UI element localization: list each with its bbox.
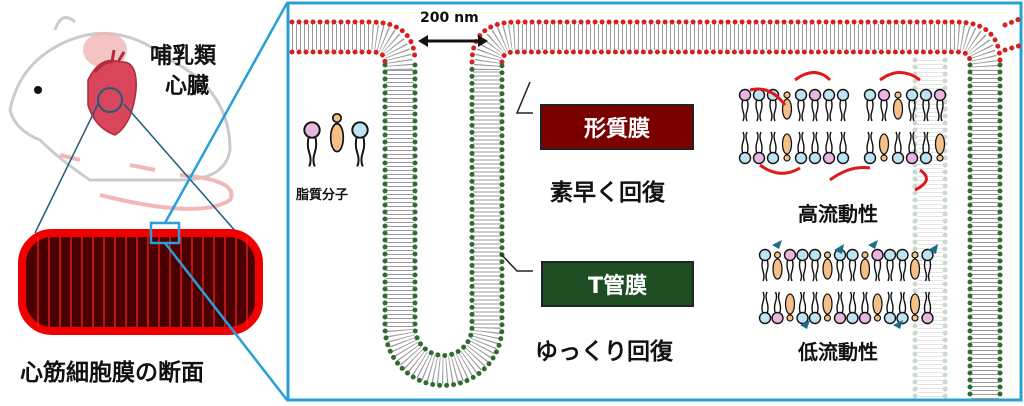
faded-t-tubule	[912, 57, 948, 403]
plasma-callout-line	[515, 81, 533, 114]
t-tubule-bilayer	[382, 62, 1003, 403]
low-fluidity-label: 低流動性	[798, 340, 878, 364]
t-tubule-label-box: T管膜	[541, 261, 694, 307]
cardiomyocyte-cross-section	[18, 229, 263, 335]
organ-label-line2: 心臓	[165, 74, 210, 99]
cell-section-label: 心筋細胞膜の断面	[20, 360, 204, 386]
t-tubule-recovery-label: ゆっくり回復	[535, 339, 673, 365]
organ-label-line1: 哺乳類	[150, 44, 217, 69]
heart-illustration	[87, 49, 137, 136]
high-fluidity-illustration	[738, 71, 947, 192]
plasma-recovery-label: 素早く回復	[550, 180, 665, 206]
ttubule-callout-line	[499, 252, 533, 272]
scale-label: 200 nm	[420, 10, 479, 26]
plasma-membrane-label-box: 形質膜	[540, 104, 694, 150]
high-fluidity-label: 高流動性	[798, 202, 878, 226]
heart-zoom-circle	[97, 87, 123, 113]
lipid-label: 脂質分子	[296, 188, 349, 203]
scale-arrow	[418, 35, 488, 47]
